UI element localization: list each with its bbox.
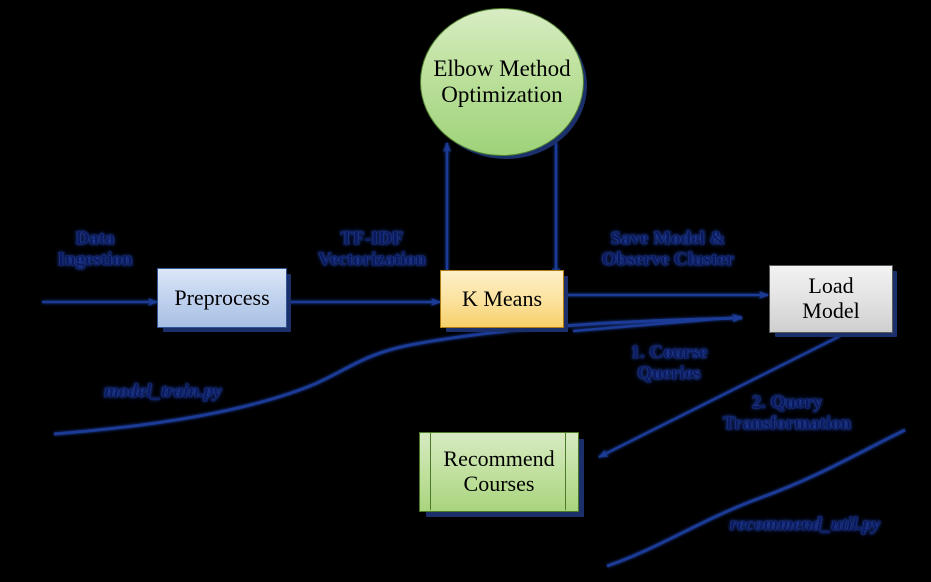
node-preprocess[interactable]: Preprocess — [157, 268, 291, 332]
edge-query-transformation — [598, 334, 841, 459]
edge-model-train-curve — [53, 314, 743, 436]
edge-label-data-ingestion: Data Ingestion — [57, 228, 133, 271]
edge-label-model-train-script: model_train.py — [104, 381, 222, 402]
node-load-model-label: Load Model — [769, 265, 893, 333]
edge-label-course-queries: 1. Course Queries — [630, 342, 708, 385]
edge-label-tfidf: TF-IDF Vectorization — [318, 228, 426, 271]
edge-recommend-util-curve — [606, 428, 906, 568]
node-load-model[interactable]: Load Model — [769, 265, 897, 337]
node-recommend-courses-label: Recommend Courses — [419, 432, 579, 512]
node-recommend-courses[interactable]: Recommend Courses — [419, 432, 584, 517]
node-kmeans-label: K Means — [440, 270, 564, 328]
node-preprocess-label: Preprocess — [157, 268, 287, 328]
edge-label-query-transformation: 2. Query Transformation — [722, 392, 852, 435]
edge-label-recommend-util-script: recommend_util.py — [729, 514, 881, 535]
node-elbow-method[interactable]: Elbow Method Optimization — [420, 8, 587, 159]
node-elbow-method-label: Elbow Method Optimization — [420, 8, 584, 156]
predefined-process-bar-left — [430, 432, 431, 510]
node-kmeans[interactable]: K Means — [440, 270, 568, 332]
edge-label-save-model: Save Model & Observe Cluster — [601, 228, 735, 271]
predefined-process-bar-right — [565, 432, 566, 510]
